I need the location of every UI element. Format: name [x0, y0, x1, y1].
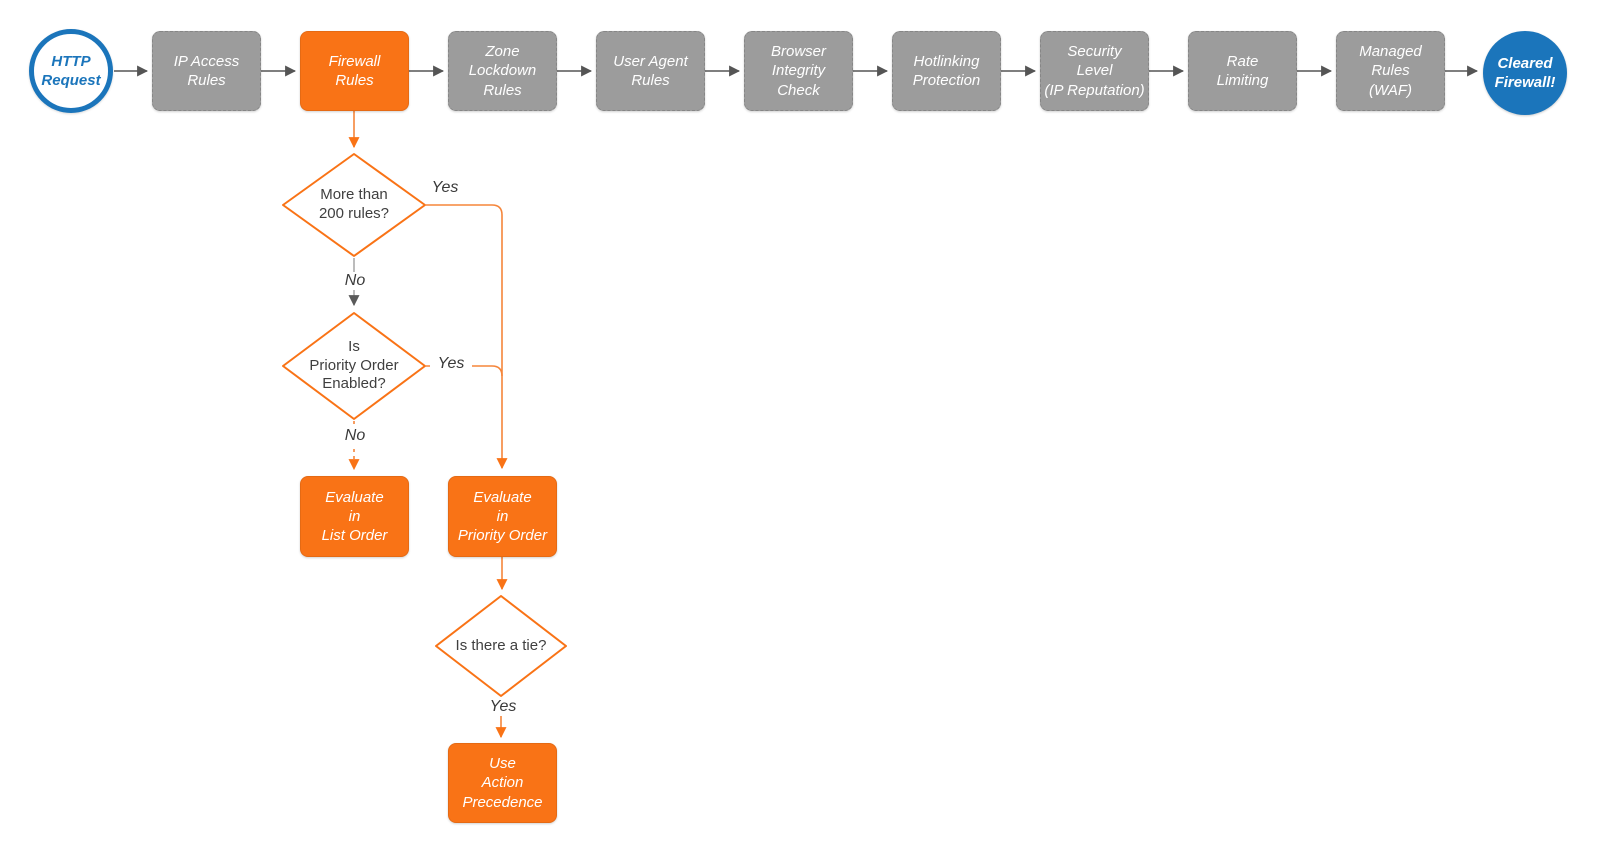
node-security-level: Security Level (IP Reputation)	[1040, 31, 1149, 111]
node-firewall-rules: Firewall Rules	[300, 31, 409, 111]
node-user-agent-rules: User Agent Rules	[596, 31, 705, 111]
edge-label-decision3-yes: Yes	[482, 698, 524, 716]
node-hotlinking-protection: Hotlinking Protection	[892, 31, 1001, 111]
node-http-request: HTTP Request	[29, 29, 113, 113]
node-managed-rules-waf: Managed Rules (WAF)	[1336, 31, 1445, 111]
node-evaluate-list-order-label: Evaluate in List Order	[321, 488, 388, 545]
node-rate-limiting: Rate Limiting	[1188, 31, 1297, 111]
node-ip-access-rules: IP Access Rules	[152, 31, 261, 111]
decision-more-than-200-rules: More than 200 rules?	[280, 151, 428, 259]
node-user-agent-rules-label: User Agent Rules	[613, 52, 688, 89]
decision-priority-order-enabled-label: Is Priority Order Enabled?	[309, 337, 399, 393]
edge-label-decision2-no: No	[336, 427, 374, 445]
node-security-level-label: Security Level (IP Reputation)	[1044, 43, 1145, 99]
decision-priority-order-enabled: Is Priority Order Enabled?	[280, 310, 428, 422]
node-use-action-precedence-label: Use Action Precedence	[462, 755, 543, 811]
node-browser-integrity-check: Browser Integrity Check	[744, 31, 853, 111]
node-evaluate-priority-order: Evaluate in Priority Order	[448, 476, 557, 557]
node-http-request-label: HTTP Request	[41, 52, 101, 89]
node-zone-lockdown-rules-label: Zone Lockdown Rules	[468, 43, 537, 99]
node-firewall-rules-label: Firewall Rules	[328, 52, 381, 89]
node-ip-access-rules-label: IP Access Rules	[173, 52, 240, 89]
node-evaluate-list-order: Evaluate in List Order	[300, 476, 409, 557]
diamond-shape	[282, 312, 426, 420]
node-use-action-precedence: Use Action Precedence	[448, 743, 557, 823]
edge-label-decision2-yes: Yes	[430, 355, 472, 373]
edge-label-decision1-no: No	[336, 272, 374, 290]
edge-decision1-yes	[426, 204, 508, 470]
edge-decision2-yes	[426, 365, 503, 377]
node-hotlinking-protection-label: Hotlinking Protection	[912, 52, 981, 89]
node-rate-limiting-label: Rate Limiting	[1216, 52, 1269, 89]
node-browser-integrity-check-label: Browser Integrity Check	[770, 43, 826, 99]
node-managed-rules-waf-label: Managed Rules (WAF)	[1359, 43, 1422, 99]
diamond-shape	[435, 595, 567, 697]
node-cleared-firewall-label: Cleared Firewall!	[1494, 54, 1556, 91]
decision-is-there-a-tie: Is there a tie?	[433, 593, 569, 699]
node-evaluate-priority-order-label: Evaluate in Priority Order	[457, 488, 548, 545]
decision-is-there-a-tie-label: Is there a tie?	[455, 636, 547, 654]
node-zone-lockdown-rules: Zone Lockdown Rules	[448, 31, 557, 111]
node-cleared-firewall: Cleared Firewall!	[1483, 31, 1567, 115]
decision-more-than-200-rules-label: More than 200 rules?	[318, 186, 390, 222]
diamond-shape	[282, 153, 426, 257]
edge-label-decision1-yes: Yes	[431, 179, 459, 196]
